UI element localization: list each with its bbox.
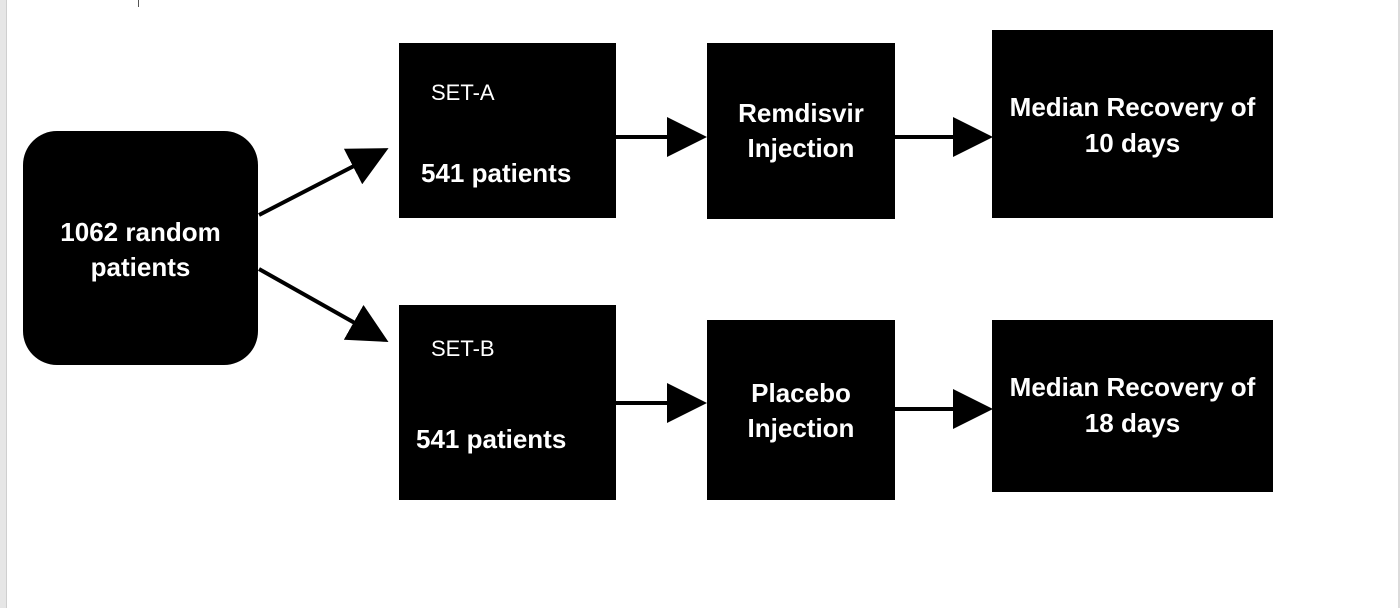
source-patients-box: 1062 random patients [23, 131, 258, 365]
outcome-a-box: Median Recovery of 10 days [992, 30, 1273, 218]
set-b-box: SET-B 541 patients [399, 305, 616, 500]
outcome-b-line-2: 18 days [1084, 408, 1181, 438]
treatment-b-line-1: Placebo [751, 378, 851, 408]
set-a-box: SET-A 541 patients [399, 43, 616, 218]
treatment-a-line-2: Injection [747, 133, 855, 163]
treatment-b-box: Placebo Injection [707, 320, 895, 500]
source-line-2: patients [90, 252, 191, 282]
set-a-patients: 541 patients [421, 158, 572, 188]
outcome-b-box: Median Recovery of 18 days [992, 320, 1273, 492]
treatment-a-line-1: Remdisvir [738, 98, 864, 128]
set-a-label: SET-A [431, 80, 495, 105]
treatment-a-box: Remdisvir Injection [707, 43, 895, 219]
arrow-source-to-set-a [258, 148, 389, 217]
outcome-a-line-1: Median Recovery of [1009, 92, 1256, 122]
outcome-b-line-1: Median Recovery of [1009, 372, 1256, 402]
treatment-b-line-2: Injection [747, 413, 855, 443]
source-line-1: 1062 random [60, 217, 221, 247]
outcome-a-line-2: 10 days [1084, 128, 1181, 158]
arrow-source-to-set-b [258, 267, 389, 342]
canvas-left-edge [0, 0, 7, 608]
ruler-tick [138, 0, 139, 7]
set-b-label: SET-B [431, 336, 495, 361]
canvas-right-edge [1398, 0, 1400, 608]
set-b-patients: 541 patients [416, 424, 567, 454]
